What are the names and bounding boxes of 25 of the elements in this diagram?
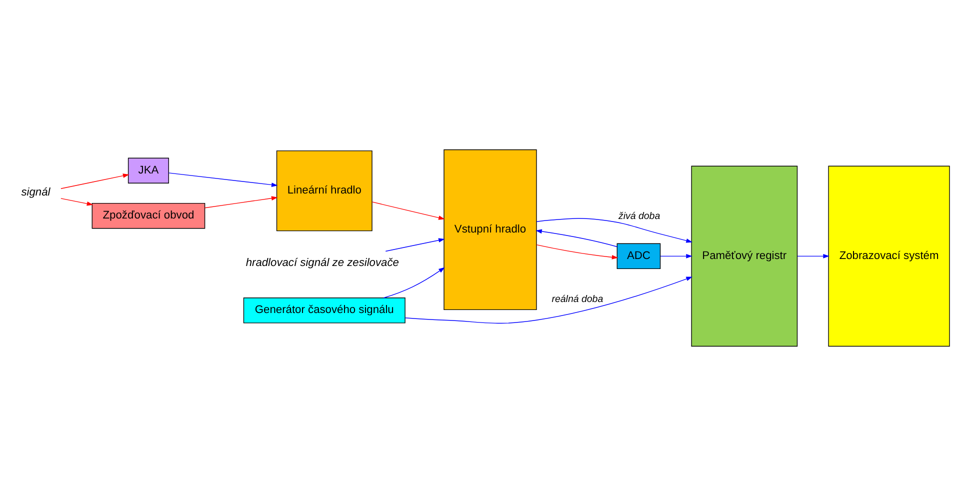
arrow bbox=[204, 196, 278, 208]
arrow bbox=[372, 201, 445, 220]
node-box: Lineární hradlo bbox=[276, 150, 372, 231]
arrow bbox=[536, 218, 692, 242]
node-box: JKA bbox=[128, 157, 169, 183]
arrow bbox=[385, 238, 445, 252]
arrow bbox=[660, 253, 692, 258]
arrow bbox=[168, 172, 278, 186]
arrow bbox=[797, 253, 830, 258]
node-text: signál bbox=[21, 186, 50, 198]
node-box: Generátor časového signálu bbox=[243, 297, 406, 323]
node-text: hradlovací signál ze zesilovače bbox=[246, 256, 399, 268]
node-box: Vstupní hradlo bbox=[444, 148, 537, 310]
arrow bbox=[383, 266, 445, 298]
arrow bbox=[60, 198, 94, 206]
node-box: Zpožďovací obvod bbox=[92, 202, 206, 228]
arrow bbox=[536, 228, 618, 247]
arrow bbox=[404, 276, 692, 324]
node-box: Zobrazovací systém bbox=[828, 165, 950, 346]
arrow bbox=[60, 173, 130, 188]
arrow bbox=[536, 244, 618, 259]
node-box: Paměťový registr bbox=[691, 165, 798, 346]
node-box: ADC bbox=[616, 242, 661, 269]
edge-label: reálná doba bbox=[552, 294, 604, 305]
edge-label: živá doba bbox=[618, 210, 660, 222]
